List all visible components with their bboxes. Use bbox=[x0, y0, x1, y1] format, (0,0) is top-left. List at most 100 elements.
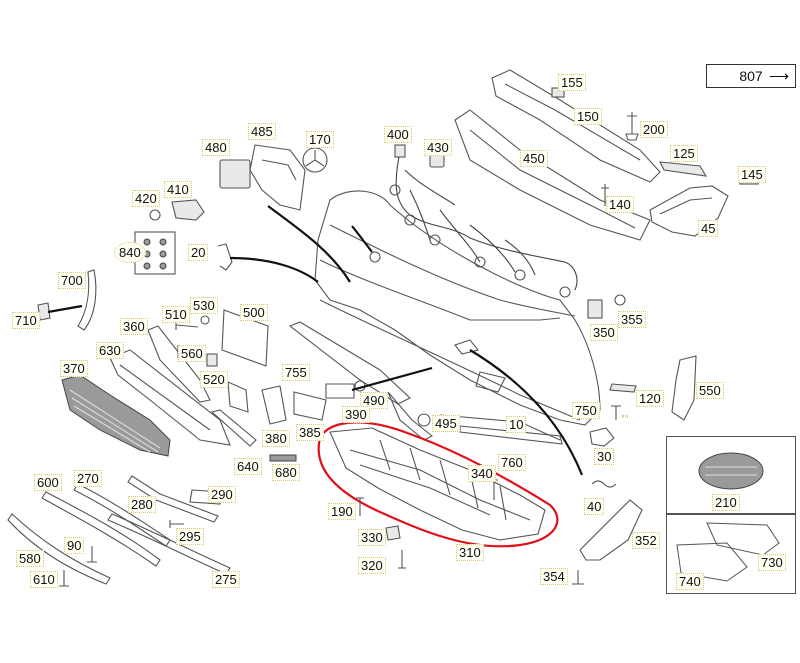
part-495-ring bbox=[417, 413, 431, 427]
part-350-clip bbox=[587, 299, 603, 319]
callout-125: 125 bbox=[670, 145, 698, 162]
callout-430: 430 bbox=[424, 139, 452, 156]
part-370-grille bbox=[61, 374, 171, 457]
part-410-sensor bbox=[171, 199, 205, 221]
part-140-pin bbox=[601, 184, 609, 206]
callout-390: 390 bbox=[342, 406, 370, 423]
callout-760: 760 bbox=[498, 454, 526, 471]
callout-640: 640 bbox=[234, 458, 262, 475]
part-360-bracket bbox=[147, 325, 211, 403]
callout-340: 340 bbox=[468, 465, 496, 482]
callout-354: 354 bbox=[540, 568, 568, 585]
callout-630: 630 bbox=[96, 342, 124, 359]
part-755-strip bbox=[288, 321, 411, 405]
callout-480: 480 bbox=[202, 139, 230, 156]
part-680-cap bbox=[269, 454, 297, 462]
leader-arrow-3 bbox=[47, 304, 83, 314]
callout-740: 740 bbox=[676, 573, 704, 590]
inset-210-drawing bbox=[698, 452, 764, 490]
part-45-bracket bbox=[649, 185, 729, 237]
callout-680: 680 bbox=[272, 464, 300, 481]
callout-140: 140 bbox=[606, 196, 634, 213]
part-550-bracket bbox=[671, 355, 697, 421]
part-200-bolt bbox=[625, 112, 639, 141]
part-10-strip bbox=[459, 425, 563, 445]
callout-550: 550 bbox=[696, 382, 724, 399]
callout-155: 155 bbox=[558, 74, 586, 91]
part-150-bar bbox=[491, 69, 661, 183]
reference-label: 807 bbox=[739, 68, 763, 84]
part-275-trim bbox=[107, 513, 231, 575]
part-390-bracket bbox=[325, 383, 355, 399]
callout-530: 530 bbox=[190, 297, 218, 314]
callout-355: 355 bbox=[618, 311, 646, 328]
callout-45: 45 bbox=[698, 220, 719, 237]
part-352-bracket bbox=[579, 499, 643, 561]
callout-840: 840 bbox=[114, 242, 146, 263]
callout-580: 580 bbox=[16, 550, 44, 567]
callout-20: 20 bbox=[188, 244, 209, 261]
part-630-frame bbox=[109, 349, 231, 446]
callout-485: 485 bbox=[248, 123, 276, 140]
arrow-right-icon: ⟶ bbox=[768, 68, 789, 84]
callout-210: 210 bbox=[712, 494, 740, 511]
callout-370: 370 bbox=[60, 360, 88, 377]
callout-450: 450 bbox=[520, 150, 548, 167]
reference-box[interactable]: 807 ⟶ bbox=[706, 64, 796, 88]
part-295-screw bbox=[169, 520, 184, 528]
part-110-bolt bbox=[611, 405, 621, 420]
leader-arrow-4 bbox=[351, 366, 433, 392]
callout-110 bbox=[622, 415, 628, 417]
part-120-bracket bbox=[609, 383, 637, 393]
part-190-bolt bbox=[356, 497, 364, 516]
callout-380: 380 bbox=[262, 430, 290, 447]
callout-40: 40 bbox=[584, 498, 605, 515]
part-700-trim bbox=[77, 269, 97, 331]
callout-120: 120 bbox=[636, 390, 664, 407]
callout-610: 610 bbox=[30, 571, 58, 588]
part-170-emblem bbox=[302, 147, 328, 173]
part-480-radar bbox=[219, 159, 251, 189]
callout-270: 270 bbox=[74, 470, 102, 487]
part-600-trim bbox=[41, 491, 161, 567]
part-640-strip bbox=[210, 409, 257, 447]
callout-190: 190 bbox=[328, 503, 356, 520]
leader-arrow-2 bbox=[229, 256, 319, 283]
leader-arrow-5 bbox=[469, 349, 584, 476]
part-530-nut bbox=[200, 315, 210, 325]
part-485-bracket bbox=[249, 144, 306, 211]
callout-520: 520 bbox=[200, 371, 228, 388]
leader-arrow-1 bbox=[267, 205, 351, 283]
callout-495: 495 bbox=[432, 415, 460, 432]
callout-420: 420 bbox=[132, 190, 160, 207]
callout-30: 30 bbox=[594, 448, 615, 465]
leader-arrow-6 bbox=[351, 225, 373, 253]
callout-330: 330 bbox=[358, 529, 386, 546]
callout-490: 490 bbox=[360, 392, 388, 409]
part-355-nut bbox=[614, 294, 626, 306]
callout-500: 500 bbox=[240, 304, 268, 321]
callout-350: 350 bbox=[590, 324, 618, 341]
part-330-clip bbox=[385, 525, 401, 541]
part-380-bracket bbox=[261, 385, 287, 425]
callout-750: 750 bbox=[572, 402, 600, 419]
part-420-ring bbox=[149, 209, 161, 221]
part-20-clip bbox=[217, 243, 233, 271]
callout-560: 560 bbox=[178, 345, 206, 362]
callout-295: 295 bbox=[176, 528, 204, 545]
part-580-trim bbox=[7, 513, 111, 585]
callout-170: 170 bbox=[306, 131, 334, 148]
part-90-bolt bbox=[87, 546, 97, 563]
part-400-harness bbox=[395, 149, 578, 291]
part-520-clip bbox=[206, 353, 218, 367]
callout-510: 510 bbox=[162, 306, 190, 323]
part-280-trim bbox=[127, 475, 219, 523]
callout-145: 145 bbox=[738, 166, 766, 183]
callout-600: 600 bbox=[34, 474, 62, 491]
part-125-bracket bbox=[659, 161, 708, 177]
part-385-bracket bbox=[293, 391, 327, 421]
part-40-spring bbox=[591, 480, 617, 488]
callout-310: 310 bbox=[456, 544, 484, 561]
